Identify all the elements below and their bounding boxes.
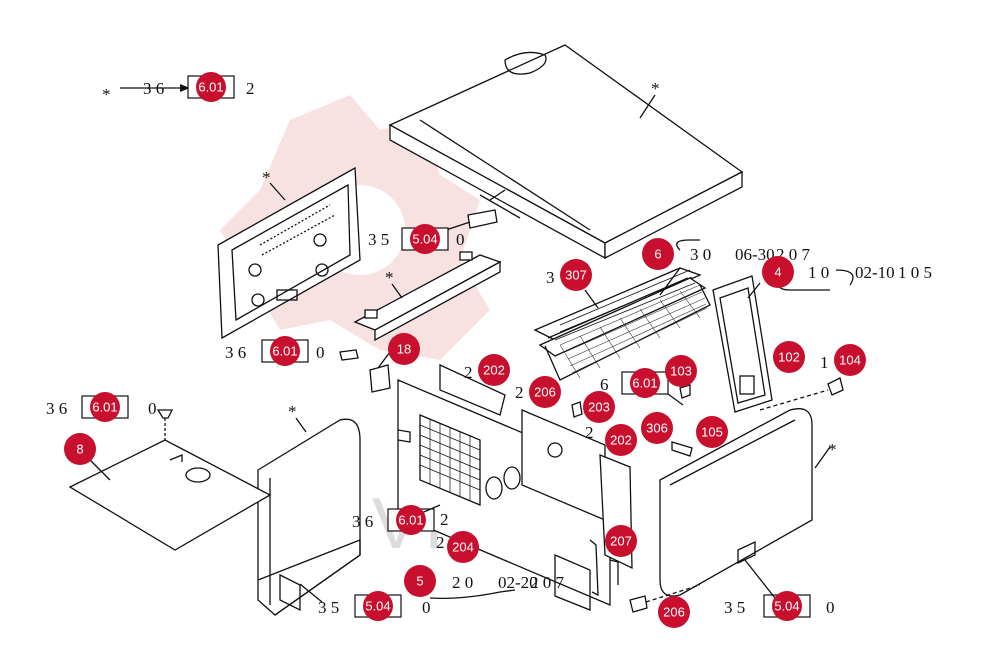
left-side-panel <box>257 418 361 616</box>
part-hotspot-b104[interactable]: 104 <box>834 344 866 376</box>
top-cover <box>388 44 744 260</box>
part-hotspot-label: 306 <box>646 421 668 436</box>
ref-r3-prefix: 3 6 <box>225 343 246 362</box>
asterisk-legend: * <box>102 85 111 104</box>
ref-r7-suffix: 0 <box>422 598 431 617</box>
asterisk-bracket: * <box>385 268 394 287</box>
part-hotspot-b207[interactable]: 207 <box>605 525 637 557</box>
ref-code-text-r2: 5.04 <box>412 232 437 247</box>
ref-code-badge-r6[interactable]: 6.01 <box>396 505 426 535</box>
part-hotspot-label: 204 <box>452 540 474 555</box>
label-t-2b: 2 <box>515 383 524 402</box>
part-hotspot-b103[interactable]: 103 <box>665 355 697 387</box>
label-t-2a: 2 <box>464 363 473 382</box>
base-plate <box>68 439 272 551</box>
part-hotspot-b306[interactable]: 306 <box>641 412 673 444</box>
part-hotspot-b307[interactable]: 307 <box>560 259 592 291</box>
right-side-panel <box>659 408 813 597</box>
ref-code-text-r6: 6.01 <box>398 513 423 528</box>
ref-code-text-r8: 5.04 <box>774 599 799 614</box>
part-hotspot-b4[interactable]: 4 <box>762 256 794 288</box>
asterisk-left-side: * <box>288 402 297 421</box>
part-hotspot-b202a[interactable]: 202 <box>478 354 510 386</box>
ref-r1-prefix: 3 6 <box>143 79 164 98</box>
ref-r6-prefix: 3 6 <box>352 512 373 531</box>
ref-r4-suffix: 0 <box>148 399 157 418</box>
label-t-3-0: 3 0 <box>690 245 711 264</box>
ref-r8-suffix: 0 <box>826 598 835 617</box>
part-hotspot-label: 105 <box>701 425 723 440</box>
left-back-panel <box>217 166 361 340</box>
ref-r4-prefix: 3 6 <box>46 399 67 418</box>
ref-code-text-r4: 6.01 <box>92 400 117 415</box>
part-hotspot-label: 6 <box>654 247 661 262</box>
label-t-3: 3 <box>546 268 555 287</box>
part-hotspot-b206a[interactable]: 206 <box>529 376 561 408</box>
part-hotspot-label: 203 <box>588 400 610 415</box>
ref-code-badge-r3[interactable]: 6.01 <box>270 336 300 366</box>
ref-code-badge-r5[interactable]: 6.01 <box>630 368 660 398</box>
part-hotspot-label: 104 <box>839 353 861 368</box>
part-hotspot-label: 206 <box>663 605 685 620</box>
part-hotspot-b6[interactable]: 6 <box>642 238 674 270</box>
part-hotspot-label: 8 <box>76 442 83 457</box>
label-t-1: 1 <box>820 353 829 372</box>
ref-code-text-r5: 6.01 <box>632 376 657 391</box>
part-hotspot-label: 18 <box>397 342 411 357</box>
part-hotspot-label: 102 <box>778 350 800 365</box>
part-hotspot-label: 202 <box>610 433 632 448</box>
label-t-2e: 2 <box>436 533 445 552</box>
ref-code-badge-r1[interactable]: 6.01 <box>196 72 226 102</box>
part-hotspot-b204[interactable]: 204 <box>447 531 479 563</box>
ref-r8-prefix: 3 5 <box>724 598 745 617</box>
asterisk-left-panel: * <box>262 168 271 187</box>
part-hotspot-label: 5 <box>416 574 423 589</box>
part-hotspot-b102[interactable]: 102 <box>773 341 805 373</box>
ref-r1-suffix: 2 <box>246 79 255 98</box>
ref-code-badge-r8[interactable]: 5.04 <box>772 591 802 621</box>
ref-r3-suffix: 0 <box>316 343 325 362</box>
part-hotspot-label: 202 <box>483 363 505 378</box>
ref-code-text-r3: 6.01 <box>272 344 297 359</box>
label-t-2d: 2 <box>440 510 449 529</box>
ref-code-text-r7: 5.04 <box>365 599 390 614</box>
ref-r2-prefix: 3 5 <box>368 230 389 249</box>
part-hotspot-label: 207 <box>610 534 632 549</box>
ref-code-text-r1: 6.01 <box>198 80 223 95</box>
ref-r5-prefix: 6 <box>600 375 609 394</box>
rear-grille-panel <box>533 267 711 381</box>
ref-r7-prefix: 3 5 <box>318 598 339 617</box>
part-hotspot-label: 103 <box>670 364 692 379</box>
part-hotspot-b105[interactable]: 105 <box>696 416 728 448</box>
right-rear-panel <box>712 275 773 413</box>
cross-bracket <box>353 251 502 342</box>
ref-code-badge-r4[interactable]: 6.01 <box>90 392 120 422</box>
label-t-2-0-7: 2 0 7 <box>530 573 565 592</box>
label-t-2c: 2 <box>585 423 594 442</box>
part-hotspot-label: 307 <box>565 268 587 283</box>
part-hotspot-b203[interactable]: 203 <box>583 391 615 423</box>
part-hotspot-b18[interactable]: 18 <box>388 333 420 365</box>
label-t-1-0-5: 1 0 5 <box>898 263 932 282</box>
part-hotspot-b202b[interactable]: 202 <box>605 424 637 456</box>
part-hotspot-label: 206 <box>534 385 556 400</box>
ref-code-badge-r7[interactable]: 5.04 <box>363 591 393 621</box>
part-hotspot-label: 4 <box>774 265 781 280</box>
label-t-06-30: 06-30 <box>735 245 775 264</box>
label-t-02-20: 02-20 <box>498 573 538 592</box>
label-t-2-0: 2 0 <box>452 573 473 592</box>
label-t-02-10: 02-10 <box>855 263 895 282</box>
part-hotspot-b8[interactable]: 8 <box>64 433 96 465</box>
part-hotspot-b206b[interactable]: 206 <box>658 596 690 628</box>
ref-code-badge-r2[interactable]: 5.04 <box>410 224 440 254</box>
part-hotspot-b5[interactable]: 5 <box>404 565 436 597</box>
label-t-1-0: 1 0 <box>808 263 829 282</box>
ref-r2-suffix: 0 <box>456 230 465 249</box>
asterisk-right-side: * <box>828 440 837 459</box>
asterisk-top-cover: * <box>651 79 660 98</box>
